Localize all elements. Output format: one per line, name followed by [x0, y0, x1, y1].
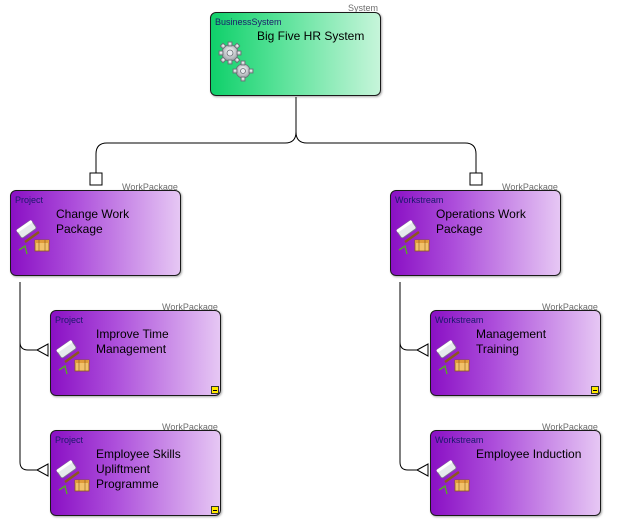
- workpackage-employee-induction[interactable]: Workstream Employee Induction: [430, 430, 601, 516]
- connector-change-to-improve-time: [19, 282, 37, 351]
- workpackage-change[interactable]: Project Change Work Package: [10, 190, 181, 276]
- workpackage-skills-upliftment[interactable]: Project Employee Skills Upliftment Progr…: [50, 430, 221, 516]
- connector-change-to-skills-upliftment: [19, 282, 37, 471]
- collapse-marker-icon[interactable]: [211, 386, 219, 394]
- connector-operations-to-management-training: [399, 282, 417, 351]
- mallet-box-icon: [435, 340, 475, 385]
- improve-time-outer-label: WorkPackage: [162, 302, 218, 312]
- workpackage-stereotype: Project: [55, 435, 84, 445]
- mallet-box-icon: [435, 460, 475, 505]
- system-stereotype: BusinessSystem: [215, 17, 282, 27]
- change-outer-label: WorkPackage: [122, 182, 178, 192]
- workpackage-management-training[interactable]: Workstream Management Training: [430, 310, 601, 396]
- aggregation-marker-operations: [469, 172, 483, 186]
- employee-induction-outer-label: WorkPackage: [542, 422, 598, 432]
- connector-operations-to-employee-induction: [399, 282, 417, 471]
- gears-icon: [217, 41, 257, 88]
- skills-upliftment-outer-label: WorkPackage: [162, 422, 218, 432]
- collapse-marker-icon[interactable]: [211, 506, 219, 514]
- arrowhead-improve-time: [35, 343, 49, 357]
- collapse-marker-icon[interactable]: [591, 386, 599, 394]
- operations-outer-label: WorkPackage: [502, 182, 558, 192]
- mallet-box-icon: [15, 220, 55, 265]
- system-outer-label: System: [348, 3, 379, 13]
- workpackage-stereotype: Project: [55, 315, 84, 325]
- workpackage-operations[interactable]: Workstream Operations Work Package: [390, 190, 561, 276]
- arrowhead-employee-induction: [415, 463, 429, 477]
- workpackage-improve-time[interactable]: Project Improve Time Management: [50, 310, 221, 396]
- workpackage-title: Employee Induction: [476, 447, 582, 461]
- workpackage-stereotype: Workstream: [435, 435, 484, 445]
- mallet-box-icon: [55, 460, 95, 505]
- workpackage-stereotype: Project: [15, 195, 44, 205]
- connector-system-to-operations: [295, 97, 477, 173]
- system-node-big-five-hr[interactable]: BusinessSystem Big Five HR System: [210, 12, 381, 96]
- mallet-box-icon: [395, 220, 435, 265]
- arrowhead-skills-upliftment: [35, 463, 49, 477]
- arrowhead-management-training: [415, 343, 429, 357]
- workpackage-stereotype: Workstream: [435, 315, 484, 325]
- aggregation-marker-change: [89, 172, 103, 186]
- workpackage-title: Improve Time Management: [96, 327, 169, 356]
- system-title: Big Five HR System: [257, 29, 365, 43]
- connector-system-to-change: [95, 97, 297, 173]
- workpackage-title: Management Training: [476, 327, 547, 356]
- workpackage-stereotype: Workstream: [395, 195, 444, 205]
- workpackage-title: Employee Skills Upliftment Programme: [96, 447, 181, 491]
- management-training-outer-label: WorkPackage: [542, 302, 598, 312]
- workpackage-title: Operations Work Package: [436, 207, 526, 236]
- workpackage-title: Change Work Package: [56, 207, 130, 236]
- mallet-box-icon: [55, 340, 95, 385]
